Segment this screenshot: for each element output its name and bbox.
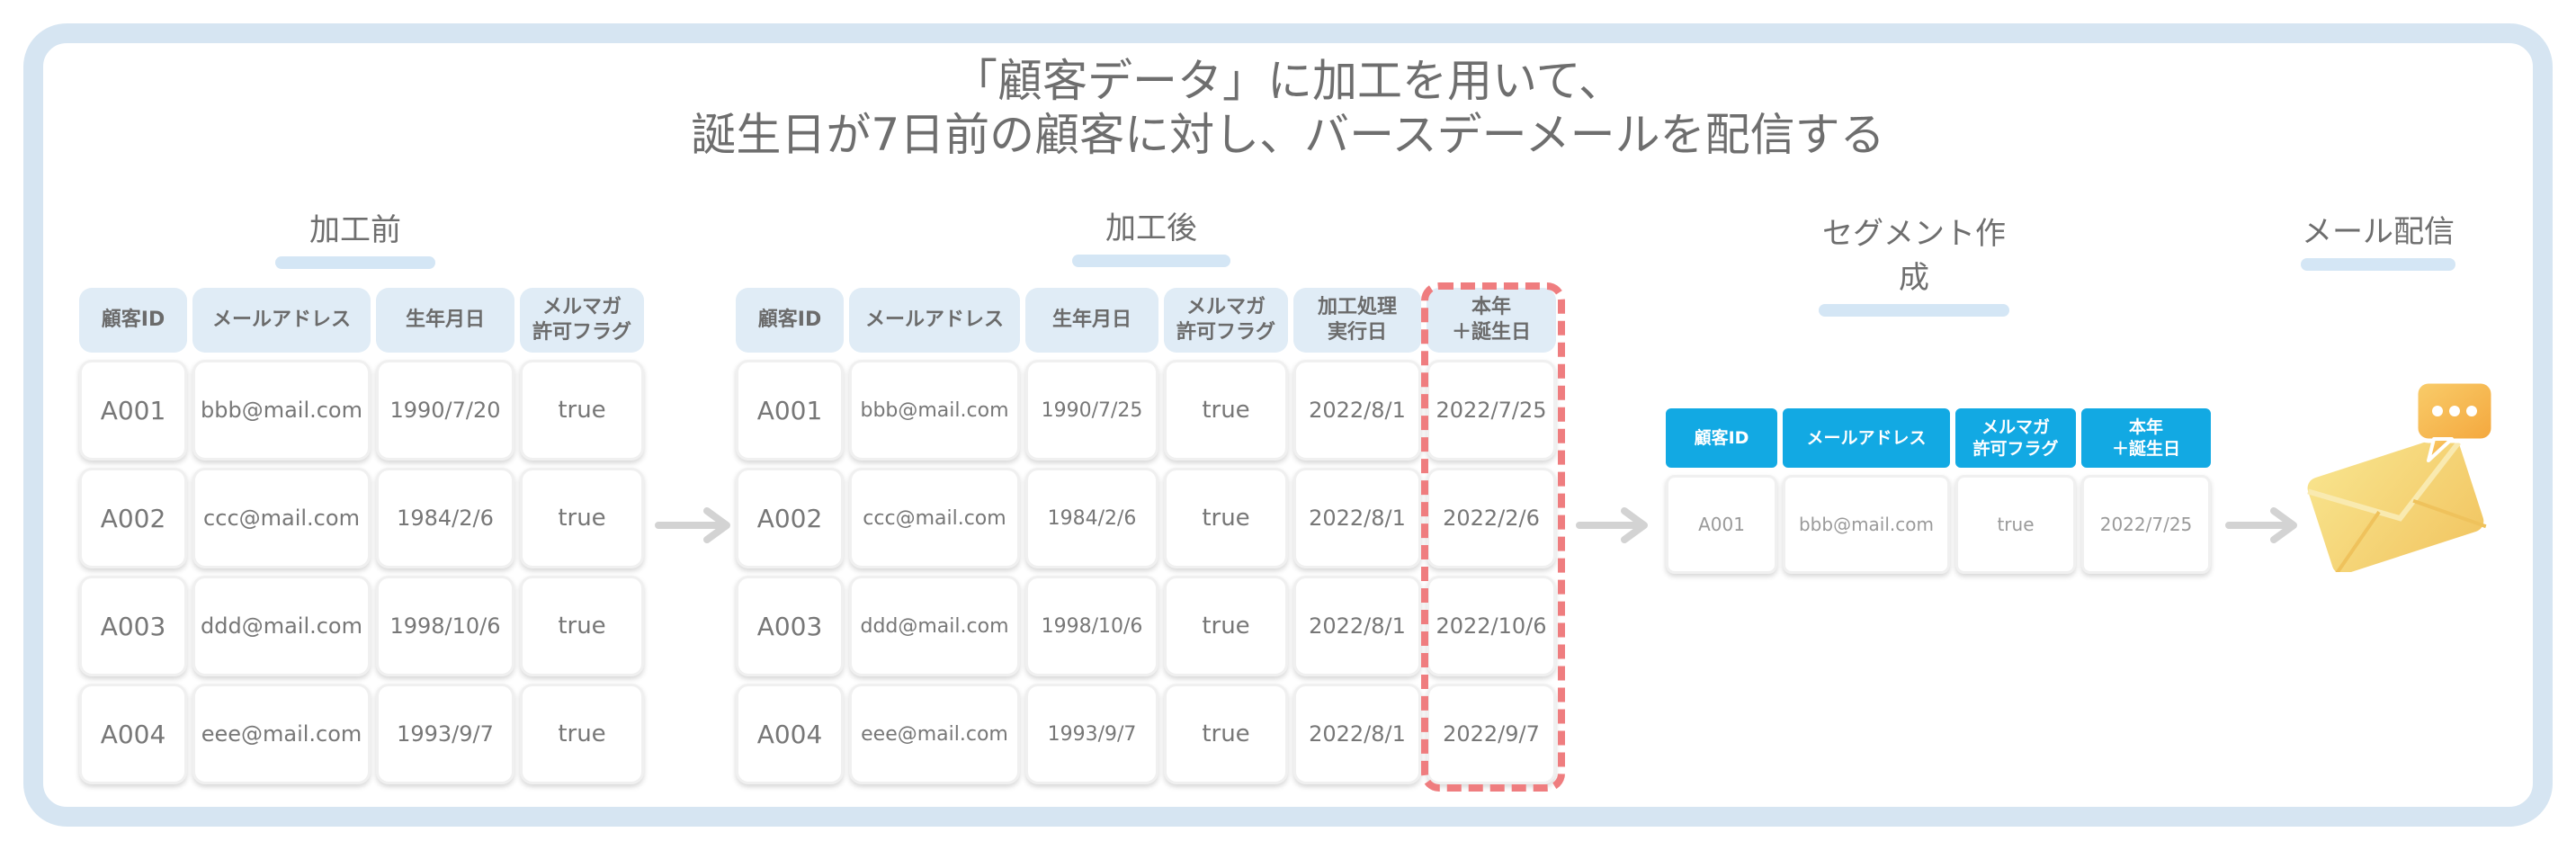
- after-table-cell: 2022/8/1: [1293, 684, 1421, 784]
- after-table-cell: A002: [736, 468, 844, 568]
- after-table-header: 本年 ＋誕生日: [1427, 288, 1556, 353]
- segment-table-cell: true: [1955, 475, 2076, 574]
- section-before: 加工前: [275, 205, 435, 269]
- after-table-header: メールアドレス: [849, 288, 1020, 353]
- after-table-cell: true: [1164, 360, 1288, 461]
- arrow-right-icon: [655, 507, 730, 543]
- after-table-cell: 2022/8/1: [1293, 576, 1421, 676]
- section-mail-label: メール配信: [2302, 214, 2455, 250]
- before-table-cell: eee@mail.com: [192, 684, 371, 784]
- before-table-cell: 1984/2/6: [376, 468, 514, 568]
- before-table-cell: A002: [79, 468, 187, 568]
- before-table-cell: A004: [79, 684, 187, 784]
- chat-bubble-icon: [2413, 379, 2496, 462]
- after-table-cell: 1990/7/25: [1025, 360, 1158, 461]
- section-mail: メール配信: [2301, 207, 2455, 271]
- after-table-cell: 2022/8/1: [1293, 360, 1421, 461]
- after-table-header: メルマガ 許可フラグ: [1164, 288, 1288, 353]
- arrow-right-icon: [1576, 507, 1648, 543]
- after-table-cell: 2022/2/6: [1427, 468, 1556, 568]
- segment-table-header: 顧客ID: [1666, 408, 1777, 468]
- after-table-cell: 2022/9/7: [1427, 684, 1556, 784]
- before-table-cell: 1993/9/7: [376, 684, 514, 784]
- after-table-cell: 2022/7/25: [1427, 360, 1556, 461]
- after-table-cell: 1993/9/7: [1025, 684, 1158, 784]
- title-line-2: 誕生日が7日前の顧客に対し、バースデーメールを配信する: [691, 109, 1885, 161]
- section-after: 加工後: [1072, 203, 1230, 267]
- before-table-cell: A001: [79, 360, 187, 461]
- after-table-cell: A001: [736, 360, 844, 461]
- after-table-cell: bbb@mail.com: [849, 360, 1020, 461]
- before-table-cell: 1990/7/20: [376, 360, 514, 461]
- segment-table-cell: 2022/7/25: [2081, 475, 2211, 574]
- before-table-cell: A003: [79, 576, 187, 676]
- before-table-header: 顧客ID: [79, 288, 187, 353]
- after-table-cell: ccc@mail.com: [849, 468, 1020, 568]
- section-after-underline: [1072, 255, 1230, 267]
- section-segment: セグメント作成: [1819, 209, 2009, 317]
- title-line-1: 「顧客データ」に加工を用いて、: [953, 55, 1623, 107]
- after-table-header: 生年月日: [1025, 288, 1158, 353]
- before-table-cell: bbb@mail.com: [192, 360, 371, 461]
- section-segment-underline: [1819, 304, 2009, 317]
- before-table-cell: true: [520, 684, 644, 784]
- before-table-cell: 1998/10/6: [376, 576, 514, 676]
- segment-table-header: 本年 ＋誕生日: [2081, 408, 2211, 468]
- after-table-cell: true: [1164, 468, 1288, 568]
- after-table-cell: true: [1164, 576, 1288, 676]
- section-segment-label: セグメント作成: [1822, 216, 2006, 296]
- section-after-label: 加工後: [1105, 210, 1197, 246]
- before-table-header: メルマガ 許可フラグ: [520, 288, 644, 353]
- after-table-cell: 2022/10/6: [1427, 576, 1556, 676]
- before-table-cell: true: [520, 468, 644, 568]
- segment-table-header: メルマガ 許可フラグ: [1955, 408, 2076, 468]
- section-before-label: 加工前: [309, 212, 401, 248]
- before-table-cell: ccc@mail.com: [192, 468, 371, 568]
- arrow-right-icon: [2225, 507, 2297, 543]
- after-table-header: 加工処理 実行日: [1293, 288, 1421, 353]
- segment-table-cell: bbb@mail.com: [1783, 475, 1950, 574]
- after-table-cell: ddd@mail.com: [849, 576, 1020, 676]
- segment-table-header: メールアドレス: [1783, 408, 1950, 468]
- before-table-cell: true: [520, 576, 644, 676]
- after-table-cell: 1984/2/6: [1025, 468, 1158, 568]
- section-mail-underline: [2301, 258, 2455, 271]
- after-table-cell: 2022/8/1: [1293, 468, 1421, 568]
- after-table-cell: true: [1164, 684, 1288, 784]
- after-table-cell: 1998/10/6: [1025, 576, 1158, 676]
- after-table-cell: A003: [736, 576, 844, 676]
- before-table-cell: true: [520, 360, 644, 461]
- after-table-cell: eee@mail.com: [849, 684, 1020, 784]
- before-table-cell: ddd@mail.com: [192, 576, 371, 676]
- section-before-underline: [275, 256, 435, 269]
- segment-table-cell: A001: [1666, 475, 1777, 574]
- before-table-header: 生年月日: [376, 288, 514, 353]
- after-table-cell: A004: [736, 684, 844, 784]
- highlight-dashed-column: [1421, 282, 1565, 792]
- mail-envelope-icon: [2307, 379, 2496, 572]
- before-table-header: メールアドレス: [192, 288, 371, 353]
- after-table-header: 顧客ID: [736, 288, 844, 353]
